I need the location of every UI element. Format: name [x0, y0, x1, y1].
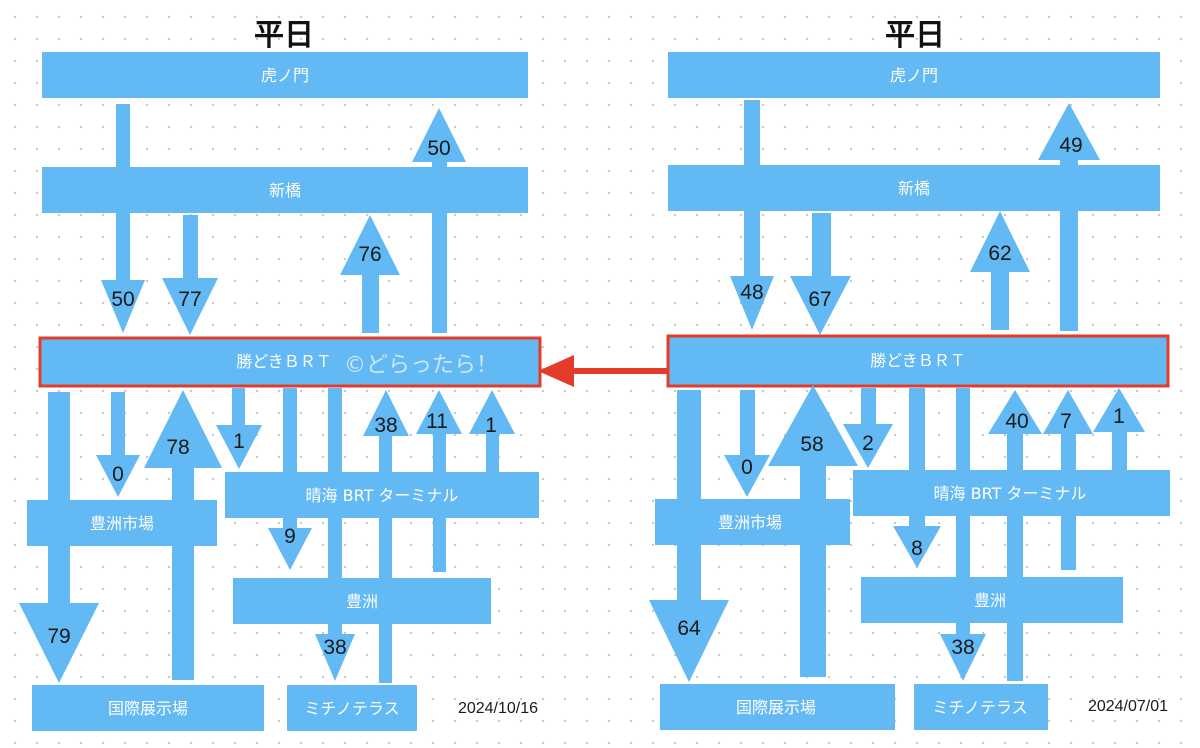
flow-value: 76	[358, 243, 381, 266]
station-label-toranomon: 虎ノ門	[261, 66, 309, 85]
flow-arrow-michino-kachidoki-up	[988, 390, 1042, 681]
station-label-harumi: 晴海 BRT ターミナル	[934, 484, 1087, 503]
station-box-toranomon	[42, 52, 528, 98]
flow-value: 38	[951, 636, 974, 659]
watermark: ©どらったら！	[344, 353, 498, 378]
date-label: 2024/07/01	[1088, 698, 1168, 715]
flow-value: 0	[112, 463, 124, 486]
station-label-toyosu-market: 豊洲市場	[90, 514, 154, 533]
station-label-shimbashi: 新橋	[269, 181, 301, 200]
highlight-frame	[38, 336, 542, 388]
flow-value: 40	[1005, 410, 1028, 433]
station-label-kachidoki: 勝どきＢＲＴ	[236, 352, 332, 371]
flow-value: 79	[47, 625, 70, 648]
station-label-toyosu: 豊洲	[974, 591, 1006, 610]
panel-right: 平日 虎ノ門 新橋 49 48 67 62 勝どきＢＲＴ 64 0 58 2 8	[649, 18, 1170, 730]
station-box-kachidoki	[668, 336, 1168, 386]
station-box-toyosu	[861, 577, 1123, 623]
station-box-toyosu	[233, 578, 491, 624]
station-box-michino	[287, 685, 417, 731]
flow-value: 62	[988, 242, 1011, 265]
station-box-michino	[914, 684, 1048, 730]
flow-arrow-shimbashi-kachidoki-a	[101, 213, 145, 333]
flow-arrow-toranomon-up	[412, 108, 466, 167]
flow-value: 58	[800, 433, 823, 456]
flow-arrow-shimbashi-kachidoki-b	[790, 213, 851, 335]
station-box-toranomon	[668, 52, 1160, 98]
flow-value: 8	[911, 537, 923, 560]
station-box-toyosu-market	[655, 499, 850, 545]
date-label: 2024/10/16	[458, 700, 538, 717]
flow-arrow-harumi-kachidoki-up	[1093, 388, 1145, 470]
flow-value: 49	[1059, 134, 1082, 157]
station-label-shimbashi: 新橋	[898, 179, 930, 198]
flow-arrow-kachidoki-toyosu-market	[96, 392, 140, 497]
station-box-harumi	[853, 470, 1170, 516]
flow-arrow-michino-kachidoki-up	[363, 390, 409, 683]
flow-arrow-shimbashi-kachidoki-a	[730, 211, 774, 330]
panel-title: 平日	[254, 18, 314, 53]
station-label-michino: ミチノテラス	[304, 699, 399, 718]
station-label-harumi: 晴海 BRT ターミナル	[306, 486, 459, 505]
flow-arrow-toranomon-up-shaft	[432, 213, 447, 333]
station-label-kokusai: 国際展示場	[108, 699, 188, 718]
station-box-toyosu-market	[27, 500, 217, 546]
flow-value: 1	[1113, 405, 1125, 428]
flow-value: 50	[427, 137, 450, 160]
flow-arrow-kachidoki-toyosu-market	[724, 390, 770, 497]
flow-value: 2	[862, 432, 874, 455]
station-box-harumi	[225, 472, 539, 518]
flow-arrow-kachidoki-michino	[315, 388, 355, 681]
comparison-connector-head	[538, 355, 574, 387]
flow-value: 1	[233, 430, 245, 453]
flow-arrow-toranomon-shimbashi	[116, 104, 130, 167]
station-box-shimbashi	[668, 165, 1160, 211]
flow-value: 48	[740, 281, 763, 304]
panel-title: 平日	[885, 18, 945, 53]
flow-value: 7	[1060, 410, 1072, 433]
flow-arrow-toranomon-shimbashi-shaft	[744, 100, 760, 165]
flow-value: 38	[374, 414, 397, 437]
flow-value: 9	[284, 525, 296, 548]
station-box-shimbashi	[42, 167, 528, 213]
flow-arrow-kachidoki-harumi	[216, 388, 262, 469]
station-box-kachidoki	[40, 338, 540, 386]
flow-value: 0	[741, 456, 753, 479]
flow-value: 11	[426, 410, 448, 433]
flow-value: 67	[808, 288, 831, 311]
flow-value: 50	[111, 288, 134, 311]
flow-arrow-kachidoki-harumi	[843, 388, 893, 468]
station-label-kokusai: 国際展示場	[736, 698, 816, 717]
flow-arrow-kachidoki-shimbashi-up	[340, 215, 400, 333]
station-label-michino: ミチノテラス	[932, 698, 1027, 717]
flow-value: 77	[178, 288, 201, 311]
station-label-toyosu: 豊洲	[346, 592, 378, 611]
station-box-kokusai	[660, 684, 895, 730]
flow-arrow-kachidoki-shimbashi-up	[970, 211, 1030, 330]
highlight-frame	[666, 334, 1170, 388]
flow-arrow-harumi-kachidoki-up	[469, 390, 515, 472]
flow-arrow-kachidoki-michino	[940, 388, 986, 681]
flow-arrow-toranomon-up	[1038, 103, 1100, 165]
flow-value: 38	[323, 636, 346, 659]
panel-left: 平日 虎ノ門 新橋 50 50 77 76 勝どきＢＲＴ ©どらったら！ 79 …	[19, 18, 542, 731]
flow-value: 78	[166, 436, 189, 459]
flow-arrow-toranomon-up-shaft	[1060, 211, 1078, 331]
station-label-toyosu-market: 豊洲市場	[718, 513, 782, 532]
flow-value: 64	[677, 617, 701, 640]
flow-value: 1	[485, 414, 497, 437]
station-box-kokusai	[32, 685, 264, 731]
flow-arrow-shimbashi-kachidoki-b	[162, 215, 218, 335]
station-label-kachidoki: 勝どきＢＲＴ	[870, 351, 966, 370]
station-label-toranomon: 虎ノ門	[890, 66, 938, 85]
